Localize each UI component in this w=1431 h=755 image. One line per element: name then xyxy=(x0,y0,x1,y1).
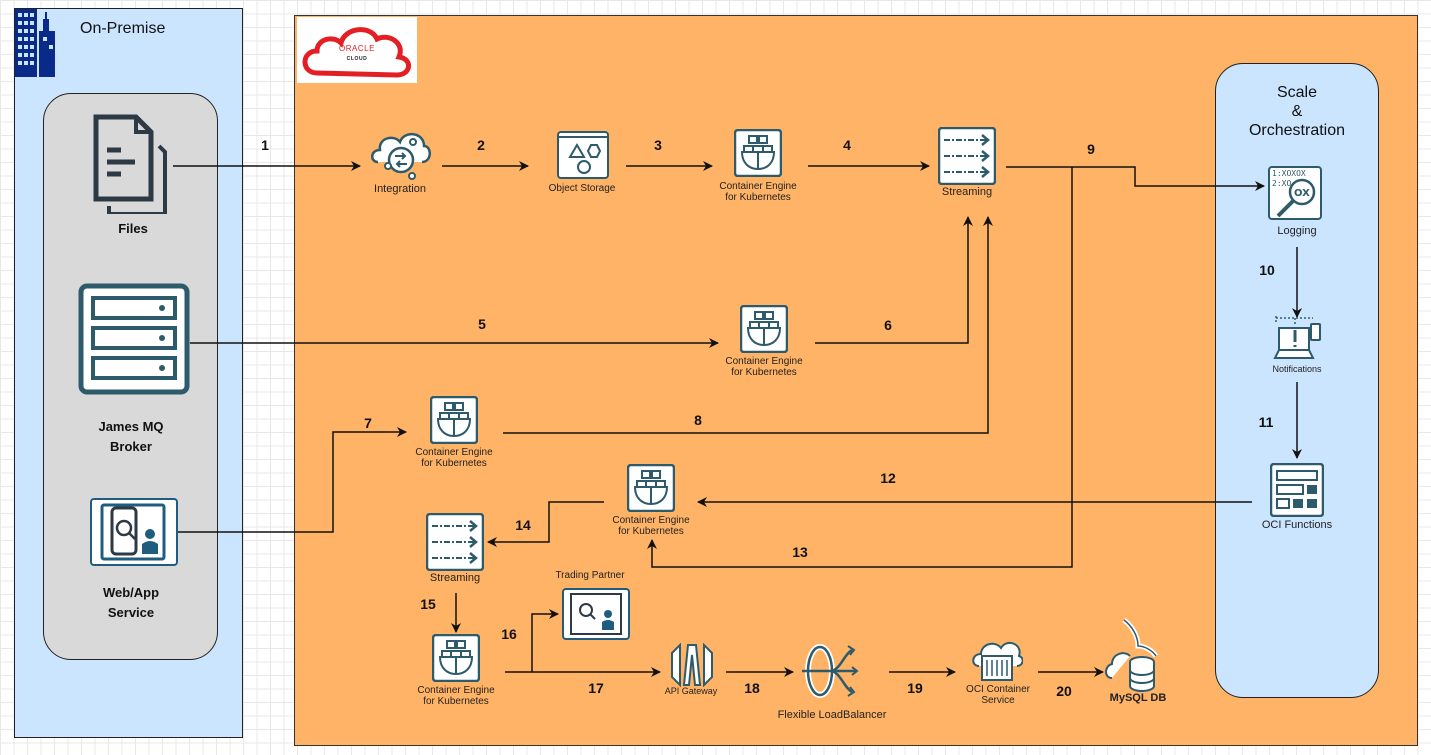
step-8: 8 xyxy=(694,412,702,428)
step-11: 11 xyxy=(1258,414,1274,430)
container-engine-icon xyxy=(627,464,675,512)
api-gateway-icon xyxy=(671,643,713,687)
mq-label-line: James MQ xyxy=(98,419,164,434)
oci-functions-icon xyxy=(1270,463,1324,517)
streaming-icon xyxy=(938,127,996,185)
load-balancer-icon xyxy=(802,644,859,698)
integration-icon xyxy=(371,133,431,180)
step-20: 20 xyxy=(1056,683,1072,699)
web-app-service-icon xyxy=(90,498,178,566)
connector-9 xyxy=(1006,166,1265,191)
step-7: 7 xyxy=(364,415,372,431)
svg-text:2:XO: 2:XO xyxy=(1272,179,1291,188)
trading-partner-icon xyxy=(562,588,630,640)
oke-label-line: for Kubernetes xyxy=(423,696,489,707)
streaming-label: Streaming xyxy=(429,572,481,584)
mq-label-line: Broker xyxy=(110,439,152,454)
logging-label: Logging xyxy=(1277,225,1317,237)
oke-label: Container Engine for Kubernetes xyxy=(415,447,492,469)
files-icon xyxy=(93,114,167,214)
step-6: 6 xyxy=(884,317,892,333)
oke-label-line: for Kubernetes xyxy=(618,526,684,537)
oracle-cloud-logo: ORACLE CLOUD xyxy=(297,17,417,83)
svg-text:1:XOXOX: 1:XOXOX xyxy=(1272,169,1306,178)
buildings-icon xyxy=(15,9,55,77)
step-4: 4 xyxy=(843,137,851,153)
scale-orchestration-title: Scale & Orchestration xyxy=(1215,83,1379,140)
oke-label: Container Engine for Kubernetes xyxy=(725,356,802,378)
oracle-cloud-icon xyxy=(302,27,411,78)
on-premise-title: On-Premise xyxy=(80,20,166,37)
files-label: Files xyxy=(118,221,148,236)
scale-title-line: & xyxy=(1291,103,1303,120)
connector-8 xyxy=(503,216,993,434)
scale-title-line: Scale xyxy=(1276,84,1318,101)
oke-label-line: for Kubernetes xyxy=(731,367,797,378)
oke-label: Container Engine for Kubernetes xyxy=(612,515,689,537)
oke-label-line: for Kubernetes xyxy=(421,458,487,469)
container-engine-icon xyxy=(740,305,788,353)
streaming-icon xyxy=(426,513,484,571)
container-engine-icon xyxy=(432,634,480,682)
scale-title-line: Orchestration xyxy=(1248,122,1346,139)
step-3: 3 xyxy=(654,137,662,153)
trading-partner-label: Trading Partner xyxy=(555,570,625,581)
oke-label-line: Container Engine xyxy=(417,685,495,696)
object-storage-icon xyxy=(557,131,609,179)
notifications-icon xyxy=(1273,316,1321,359)
step-1: 1 xyxy=(261,137,269,153)
connector-14 xyxy=(487,501,604,547)
oci-container-icon xyxy=(972,641,1023,681)
oci-functions-label: OCI Functions xyxy=(1261,519,1333,531)
oci-container-label: OCI Container Service xyxy=(966,684,1030,706)
load-balancer-label: Flexible LoadBalancer xyxy=(777,709,887,721)
connector-16 xyxy=(531,609,559,672)
integration-label: Integration xyxy=(374,183,426,195)
streaming-label: Streaming xyxy=(941,186,993,198)
server-icon xyxy=(78,283,190,395)
step-5: 5 xyxy=(478,316,486,332)
svg-text:OX: OX xyxy=(1294,188,1310,199)
oke-label: Container Engine for Kubernetes xyxy=(417,685,494,707)
mysql-db-label: MySQL DB xyxy=(1109,692,1167,704)
step-19: 19 xyxy=(907,680,923,696)
step-2: 2 xyxy=(477,137,485,153)
oke-label: Container Engine for Kubernetes xyxy=(719,181,796,203)
oke-label-line: Container Engine xyxy=(415,447,493,458)
step-12: 12 xyxy=(880,470,896,486)
step-10: 10 xyxy=(1259,262,1275,278)
oke-label-line: Container Engine xyxy=(612,515,690,526)
connector-7 xyxy=(178,427,407,533)
object-storage-label: Object Storage xyxy=(548,183,616,194)
webapp-label-line: Service xyxy=(107,605,155,620)
webapp-label-line: Web/App xyxy=(102,585,160,600)
oke-label-line: Container Engine xyxy=(725,356,803,367)
connector-13 xyxy=(647,167,1073,568)
step-17: 17 xyxy=(588,680,604,696)
step-16: 16 xyxy=(501,626,517,642)
mysql-db-icon xyxy=(1105,618,1159,692)
step-15: 15 xyxy=(420,596,436,612)
oke-label-line: for Kubernetes xyxy=(725,192,791,203)
oci-container-label-line: OCI Container xyxy=(966,684,1030,695)
oracle-logo-text: ORACLE xyxy=(339,44,375,53)
oci-container-label-line: Service xyxy=(981,695,1015,706)
container-engine-icon xyxy=(430,396,478,444)
step-13: 13 xyxy=(792,544,808,560)
step-18: 18 xyxy=(744,680,760,696)
logging-icon: 1:XOXOX 2:XO OX xyxy=(1268,166,1322,220)
connector-6 xyxy=(815,216,973,344)
notifications-label: Notifications xyxy=(1272,364,1322,374)
oracle-logo-subtext: CLOUD xyxy=(346,56,368,62)
container-engine-icon xyxy=(734,129,782,177)
step-14: 14 xyxy=(515,517,531,533)
oke-label-line: Container Engine xyxy=(719,181,797,192)
step-9: 9 xyxy=(1087,141,1095,157)
api-gateway-label: API Gateway xyxy=(664,686,718,696)
